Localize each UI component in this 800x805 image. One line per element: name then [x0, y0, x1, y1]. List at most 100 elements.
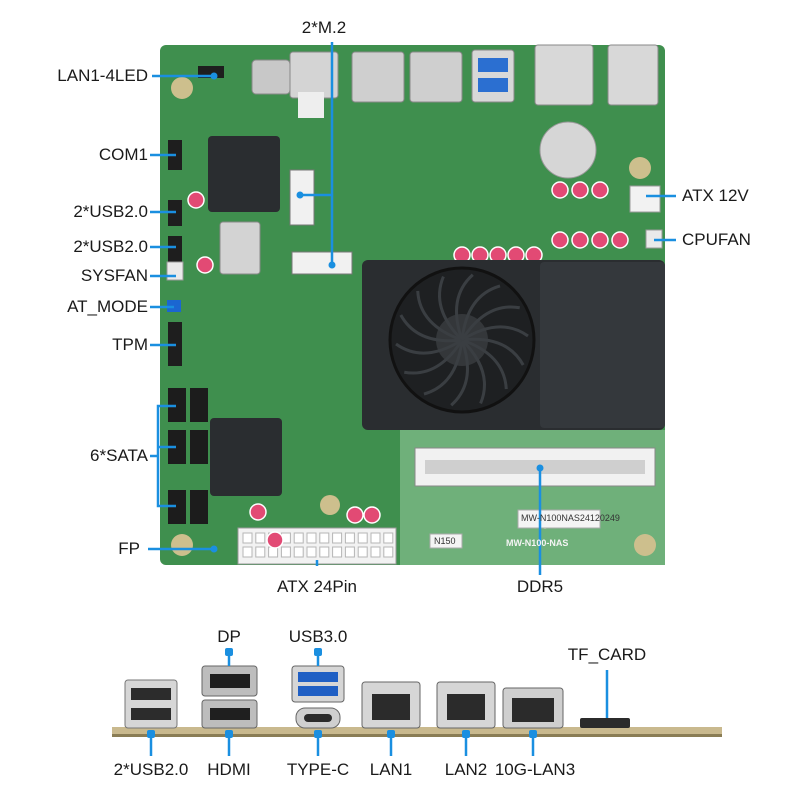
- fan-blade: [438, 275, 464, 342]
- capacitor: [346, 506, 364, 524]
- io-usb3-tongue-2: [298, 686, 338, 696]
- io-usb3-port: [291, 665, 345, 703]
- mounting-hole: [629, 157, 651, 179]
- io-callout-dots: [147, 648, 537, 738]
- atx24-pin: [383, 532, 394, 544]
- sata-port: [190, 490, 208, 524]
- atx24-pin: [293, 546, 304, 558]
- board-usb3-tongue: [478, 58, 508, 72]
- io-10g-lan3-jack: [512, 698, 554, 722]
- mounting-hole: [171, 77, 193, 99]
- left-label-at-mode: AT_MODE: [67, 297, 148, 316]
- chip-tag-bg: [429, 533, 463, 549]
- fan-blade: [455, 273, 474, 341]
- mounting-hole: [320, 495, 340, 515]
- capacitor: [571, 231, 589, 249]
- left-label-com1: COM1: [98, 145, 148, 164]
- cmos-battery: [539, 121, 597, 179]
- atx24-pin: [242, 532, 253, 544]
- sata-heatsink: [210, 418, 282, 496]
- callout-dots: [210, 72, 544, 553]
- capacitor: [266, 531, 284, 549]
- io-callout-lines: [149, 650, 609, 756]
- capacitor: [611, 231, 629, 249]
- io-bottom-label-lan2: LAN2: [444, 760, 488, 779]
- board-usb-stack-2: [607, 44, 659, 106]
- io-usb2-slot: [131, 688, 171, 700]
- left-label-lan-led: LAN1-4LED: [57, 66, 148, 85]
- io-dp-inner: [210, 674, 250, 688]
- serial-sticker-bg: [517, 509, 601, 529]
- callout-dot: [147, 730, 155, 738]
- atx24-pin: [306, 532, 317, 544]
- atx12v-connector: [629, 185, 661, 213]
- io-bottom-label-10g-lan3: 10G-LAN3: [494, 760, 576, 779]
- mounting-hole: [634, 534, 656, 556]
- board-hdmi-port-1: [351, 51, 405, 103]
- sata-port: [168, 388, 186, 422]
- io-bottom-label-hdmi: HDMI: [207, 760, 251, 779]
- fan-blade: [460, 305, 520, 341]
- left-label-sata: 6*SATA: [90, 446, 148, 465]
- callout-dot: [536, 464, 544, 472]
- atx24-pin: [280, 546, 291, 558]
- atx24-pin: [255, 546, 266, 558]
- io-hdmi-inner: [210, 708, 250, 720]
- capacitor: [591, 181, 609, 199]
- callout-dot: [529, 730, 537, 738]
- atx24-pin: [383, 546, 394, 558]
- fan-blade: [416, 290, 463, 342]
- callout-dot: [314, 730, 322, 738]
- usb2-header-2: [168, 236, 182, 262]
- atx24-pin: [344, 546, 355, 558]
- atx24-pin: [332, 546, 343, 558]
- sata-port: [190, 430, 208, 464]
- atx24-pin: [332, 532, 343, 544]
- board-usb3-port: [471, 49, 515, 103]
- atx24-pin: [319, 532, 330, 544]
- atx24-pin: [357, 546, 368, 558]
- io-top-label-usb3: USB3.0: [288, 627, 348, 646]
- atx24-pin: [293, 532, 304, 544]
- io-lan2-jack: [447, 694, 485, 720]
- fan-blade: [461, 337, 525, 366]
- board-hdmi-port-2: [409, 51, 463, 103]
- fan-blade: [399, 314, 463, 343]
- cpu-fan-blades: [395, 273, 529, 407]
- fan-blade: [461, 338, 508, 390]
- fan-blade: [423, 339, 464, 396]
- callout-dot: [210, 545, 218, 553]
- fan-blade: [395, 338, 463, 355]
- callout-dot: [296, 191, 304, 199]
- capacitor: [363, 506, 381, 524]
- m2-label: 2*M.2: [301, 18, 347, 37]
- io-bar-shadow: [112, 734, 722, 737]
- board-vertical-usb: [219, 221, 261, 275]
- pch-heatsink: [208, 136, 280, 212]
- callout-dot: [328, 261, 336, 269]
- left-label-sysfan: SYSFAN: [80, 266, 148, 285]
- callout-dot: [210, 72, 218, 80]
- io-bar: [112, 727, 722, 734]
- capacitor: [571, 181, 589, 199]
- atx24-pin: [370, 546, 381, 558]
- capacitor: [591, 231, 609, 249]
- atx24-pin: [319, 546, 330, 558]
- left-label-tpm: TPM: [112, 335, 148, 354]
- ddr5-slot-inner: [425, 460, 645, 474]
- callout-dot: [314, 648, 322, 656]
- chip-tag: N150: [434, 536, 456, 546]
- atx24-pin: [357, 532, 368, 544]
- atx24-pin: [370, 532, 381, 544]
- fan-blade: [461, 325, 529, 342]
- sata-port: [190, 388, 208, 422]
- io-usb3-tongue: [298, 672, 338, 682]
- mounting-hole: [171, 534, 193, 556]
- io-bottom-label-typec: TYPE-C: [286, 760, 350, 779]
- bottom-label-atx24: ATX 24Pin: [276, 577, 358, 596]
- atx24-pin: [242, 546, 253, 558]
- left-label-usb2-2: 2*USB2.0: [73, 237, 148, 256]
- capacitor: [196, 256, 214, 274]
- io-bottom-label-usb2: 2*USB2.0: [113, 760, 189, 779]
- serial-sticker: MW-N100NAS24120249: [521, 513, 620, 523]
